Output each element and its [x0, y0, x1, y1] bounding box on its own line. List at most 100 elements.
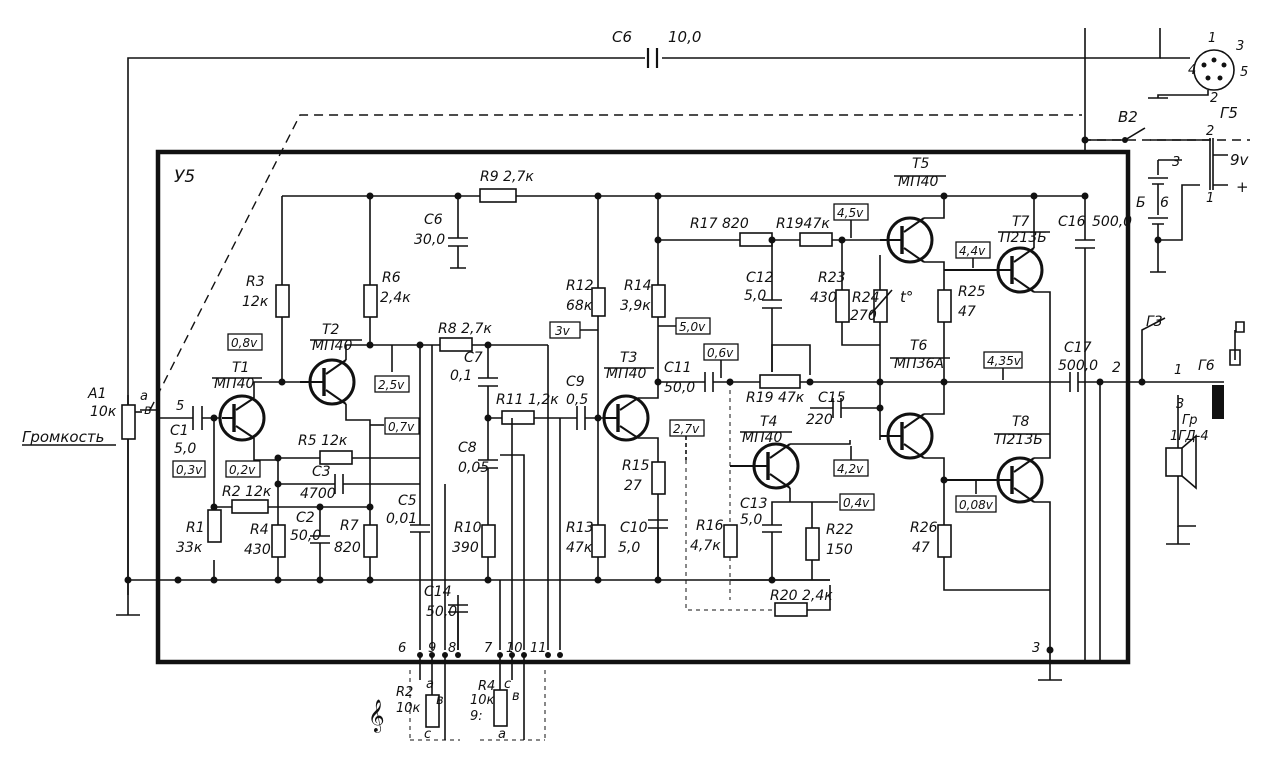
c16-ref: C16: [1058, 214, 1086, 230]
svg-text:7: 7: [484, 641, 493, 656]
c9-ref: C8: [458, 440, 477, 456]
v-0-08: 0,08v: [959, 498, 994, 512]
jack-g5: Г5: [1220, 104, 1238, 122]
c3-value: 4700: [300, 486, 336, 502]
c17-value: 500,0: [1058, 358, 1098, 374]
svg-text:5: 5: [176, 399, 184, 414]
battery-ref: Б: [1136, 195, 1146, 211]
switch-label: В2: [1118, 108, 1138, 126]
r26-ref: R26: [910, 520, 938, 536]
r16-ref: R16: [696, 518, 724, 534]
svg-text:1: 1: [1208, 31, 1216, 46]
r2ext-value: 10к: [396, 701, 421, 716]
t6-type: МП36А: [894, 356, 944, 372]
c15-value: 220: [806, 412, 833, 428]
din-socket: 1 3 4 5 2: [1148, 31, 1248, 106]
c6-top-ref: C6: [612, 28, 632, 46]
transistor-t5: [880, 216, 934, 264]
t2-ref: T2: [322, 322, 340, 338]
junction-nodes: [124, 136, 1162, 654]
treble-clef-icon: 𝄞: [368, 699, 385, 733]
v-0-6: 0,6v: [707, 346, 734, 360]
speaker-type: 1ГД-4: [1170, 429, 1209, 444]
r20-label: R20 2,4к: [770, 588, 833, 604]
t4-ref: T4: [760, 414, 777, 430]
r14-ref: R14: [624, 278, 652, 294]
supply-wire: [1084, 28, 1125, 150]
r9-body: [479, 188, 517, 203]
c11-ref: C10: [620, 520, 648, 536]
c1-ref: C1: [170, 423, 189, 439]
svg-text:в: в: [436, 693, 444, 708]
transistor-t8: [944, 456, 1044, 504]
battery-value: 6: [1160, 195, 1169, 211]
v-0-3: 0,3v: [176, 463, 203, 477]
speaker-cone: [1181, 434, 1197, 490]
t8-type: П213Б: [996, 432, 1043, 448]
r14-value: 3,9к: [620, 298, 651, 314]
jack-g6: Г6: [1198, 358, 1215, 374]
v-4-35: 4,35v: [987, 354, 1022, 368]
r2-label: R2 12к: [222, 484, 272, 500]
t6-ref: T6: [910, 338, 928, 354]
c11-value: 5,0: [618, 540, 640, 556]
r4ext-value: 10к: [470, 693, 495, 708]
t1-ref: T1: [232, 360, 249, 376]
svg-text:а: а: [140, 389, 148, 404]
transistor-t3: [602, 394, 650, 442]
t5-type: МП40: [898, 174, 939, 190]
v-0-4: 0,4v: [843, 496, 870, 510]
a1-ref: А1: [87, 386, 106, 402]
r11-label: R11 1,2к: [496, 392, 559, 408]
v-0-7: 0,7v: [388, 420, 415, 434]
r4-ref: R4: [250, 522, 269, 538]
r24-ref: R24: [852, 290, 880, 306]
r24-value: 270: [850, 308, 877, 324]
c10-ref: C9: [566, 374, 585, 390]
a1-pot: [121, 404, 136, 440]
thermistor-t: t°: [900, 288, 913, 306]
volume-label: Громкость: [22, 428, 104, 446]
c6-value: 30,0: [414, 232, 445, 248]
r6-ref: R6: [382, 270, 401, 286]
v-2-7: 2,7v: [673, 422, 700, 436]
r1-ref: R1: [186, 520, 205, 536]
c5-value: 0,01: [386, 511, 417, 527]
r4ext-ref: R4: [478, 679, 495, 694]
svg-text:9: 9: [428, 641, 436, 656]
jack-g3: Г3: [1146, 314, 1163, 330]
svg-text:2: 2: [1206, 124, 1214, 139]
svg-text:а: а: [498, 727, 506, 742]
transistor-t1: [218, 394, 266, 442]
transistor-t4: [730, 442, 800, 490]
c3-ref: C3: [312, 464, 331, 480]
t2-type: МП40: [312, 338, 353, 354]
supply-voltage: 9v: [1230, 151, 1250, 169]
r17-label: R17 820: [690, 216, 749, 232]
r9-label: R9 2,7к: [480, 169, 534, 185]
v-4-5: 4,5v: [837, 206, 864, 220]
c8-value: 0,1: [450, 368, 472, 384]
svg-text:с: с: [504, 677, 511, 692]
r8-label: R8 2,7к: [438, 321, 492, 337]
r12-value: 68к: [566, 298, 593, 314]
c1-value: 5,0: [174, 441, 196, 457]
r7-value: 820: [334, 540, 361, 556]
r15-ref: R15: [622, 458, 650, 474]
r22-ref: R22: [826, 522, 854, 538]
module-outline: [155, 149, 1131, 665]
c2-ref: C2: [296, 510, 315, 526]
r21-label: R1947к: [776, 216, 830, 232]
transistor-t2: [300, 358, 356, 406]
svg-text:3: 3: [1032, 641, 1040, 656]
r10-value: 390: [452, 540, 479, 556]
c14-ref: C13: [740, 496, 768, 512]
r1-value: 33к: [176, 540, 203, 556]
a1-value: 10к: [90, 404, 117, 420]
supply-plus: +: [1236, 178, 1249, 196]
svg-text:6: 6: [398, 641, 406, 656]
r13-ref: R13: [566, 520, 594, 536]
v-0-8: 0,8v: [231, 336, 258, 350]
t3-ref: T3: [620, 350, 637, 366]
v-5-0: 5,0v: [679, 320, 706, 334]
